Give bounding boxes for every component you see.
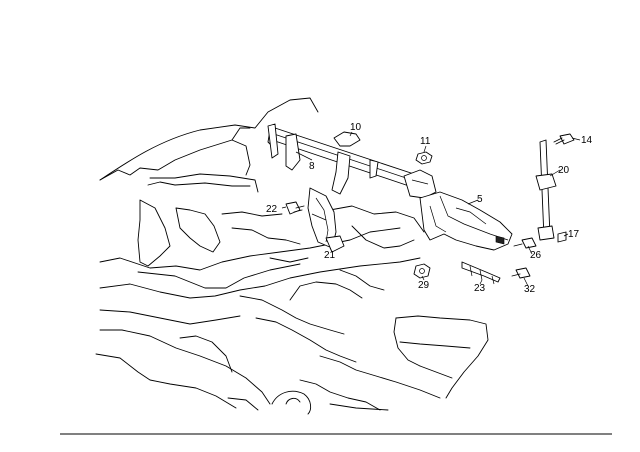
callout-labels: 10 11 8 14 20 5 22 17 21 26 29 23 32	[266, 122, 593, 295]
bracket-21	[307, 187, 345, 253]
callout-22: 22	[266, 204, 278, 215]
bolt-26-icon	[513, 237, 537, 249]
strut-20	[535, 139, 557, 241]
clip-17-icon	[557, 231, 567, 243]
leader-lines	[281, 131, 581, 287]
bolt-32-icon	[511, 267, 531, 279]
callout-26: 26	[530, 250, 542, 261]
callout-23: 23	[474, 283, 486, 294]
bolt-14-icon	[553, 133, 575, 145]
vehicle-body-outline	[95, 97, 489, 415]
callout-8: 8	[309, 161, 315, 172]
callout-32: 32	[524, 284, 536, 295]
callout-10: 10	[350, 122, 362, 133]
callout-20: 20	[558, 165, 570, 176]
fasteners	[285, 133, 575, 279]
callout-14: 14	[581, 135, 593, 146]
bolt-22-icon	[285, 201, 305, 215]
callout-29: 29	[418, 280, 430, 291]
callout-21: 21	[324, 250, 336, 261]
crossmember-tube	[267, 123, 437, 199]
callout-5: 5	[477, 194, 483, 205]
steering-column-support	[419, 191, 513, 251]
bracket-23	[461, 261, 501, 285]
callout-17: 17	[568, 229, 580, 240]
nut-29-icon	[413, 263, 431, 279]
callout-11: 11	[420, 136, 431, 147]
nut-11-icon	[415, 151, 433, 165]
